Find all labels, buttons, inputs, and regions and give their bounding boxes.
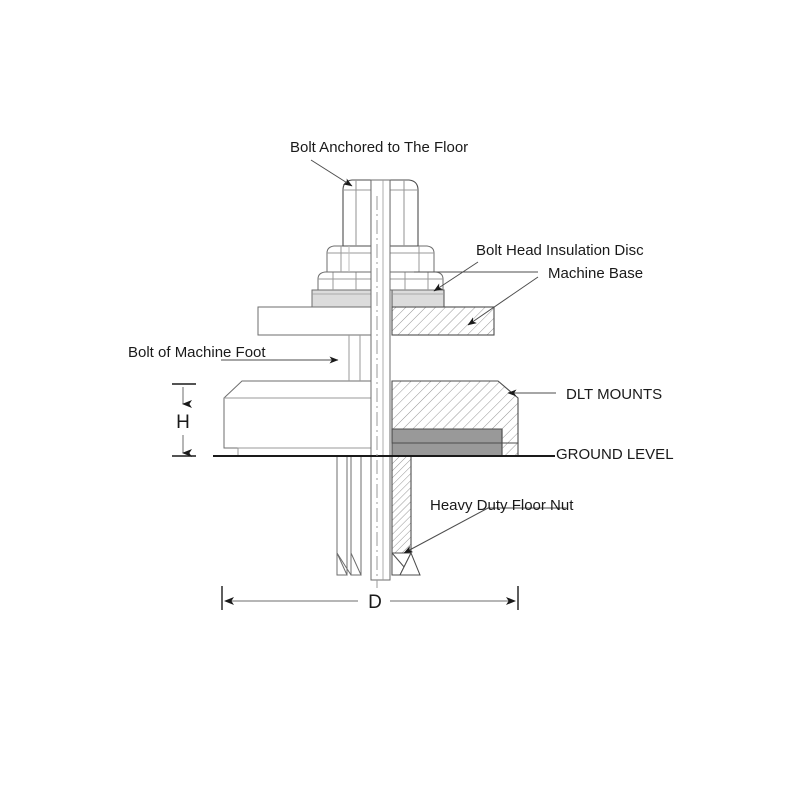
label-bolt-anchored: Bolt Anchored to The Floor — [290, 139, 468, 156]
heavy-duty-floor-nut — [391, 455, 421, 576]
dimension-d-label: D — [368, 592, 382, 613]
label-dlt-mounts: DLT MOUNTS — [566, 386, 662, 403]
label-heavy-duty-floor-nut: Heavy Duty Floor Nut — [430, 497, 574, 514]
leader-bolt-head-disc — [433, 261, 479, 292]
label-machine-base: Machine Base — [548, 265, 643, 282]
anchor-bolt-shaft — [370, 179, 391, 581]
dimension-h-label: H — [176, 412, 190, 433]
leader-machine-base — [467, 276, 539, 326]
leader-floor-nut — [403, 507, 489, 554]
label-bolt-head-insulation-disc: Bolt Head Insulation Disc — [476, 242, 644, 259]
dimension-h: H — [172, 383, 196, 457]
lower-hex-nut — [317, 271, 444, 291]
dimension-d: D — [221, 586, 519, 613]
dlt-mount-body-right-section — [391, 380, 519, 457]
label-bolt-of-machine-foot: Bolt of Machine Foot — [128, 344, 266, 361]
top-hex-nut — [342, 179, 419, 247]
dlt-mount-body-left — [223, 380, 379, 457]
leader-bolt-anchored — [310, 159, 353, 187]
label-ground-level: GROUND LEVEL — [556, 446, 674, 463]
bolt-of-machine-foot-upper — [348, 246, 361, 381]
